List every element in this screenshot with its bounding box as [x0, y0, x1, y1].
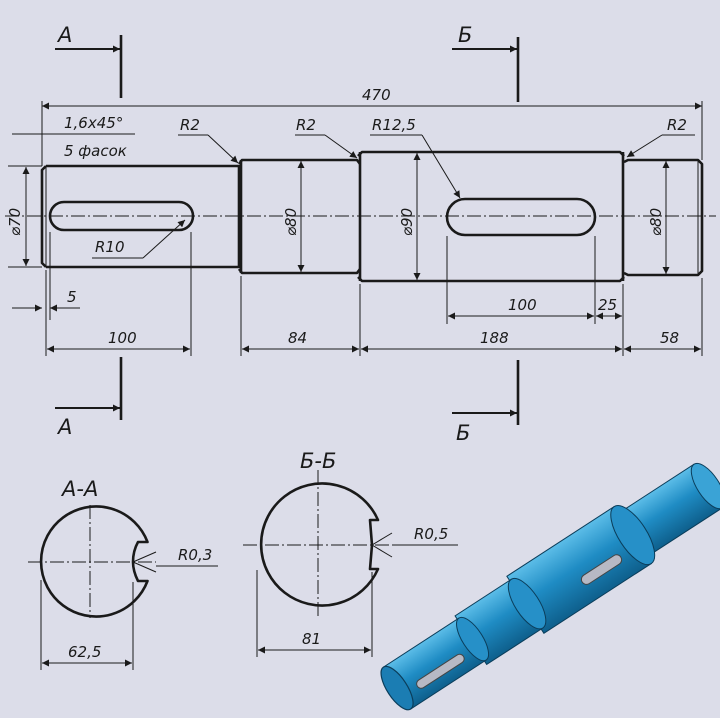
length-84-label: 84	[288, 329, 307, 347]
section-aa-width-label: 62,5	[68, 643, 101, 661]
overall-length-label: 470	[362, 86, 391, 104]
section-aa-profile	[39, 505, 149, 618]
chamfer-count-label: 5 фасок	[64, 142, 127, 160]
section-marker-a-top: А	[55, 23, 123, 98]
section-bb-width-label: 81	[302, 630, 321, 648]
key-slot-3d-right	[580, 554, 623, 585]
section-marker-b-bottom: Б	[452, 360, 520, 445]
slot-radius-leader: R10	[92, 219, 186, 259]
chamfer-note: 1,6x45° 5 фасок	[12, 114, 135, 166]
diameter-90-label: ⌀90	[398, 208, 416, 236]
radius-r2-left: R2	[180, 116, 200, 134]
slot-offset-dimension: 5	[12, 232, 80, 320]
section-bb-title: Б-Б	[300, 449, 336, 473]
slot-offset-25-label: 25	[598, 296, 617, 314]
dimension-overall: 470	[41, 86, 703, 166]
key-slot-right	[445, 197, 597, 237]
section-bb-profile	[259, 482, 380, 607]
section-a-label-bottom: А	[56, 415, 72, 439]
section-aa-radius-label: R0,3	[178, 546, 212, 564]
section-b-label-top: Б	[458, 23, 472, 47]
section-aa: А-А R0,3 62,5	[28, 477, 218, 670]
slot-length-100-right-label: 100	[508, 296, 537, 314]
section-marker-a-bottom: А	[55, 357, 123, 439]
right-slot-dimensions: 100 25	[446, 236, 624, 324]
radius-r10-label: R10	[95, 238, 125, 256]
section-aa-title: А-А	[60, 477, 98, 501]
radius-r2-mid: R2	[296, 116, 316, 134]
shaft-front-view	[5, 150, 716, 283]
length-188-label: 188	[480, 329, 509, 347]
length-100-label: 100	[108, 329, 137, 347]
diameter-70-label: ⌀70	[6, 208, 24, 236]
radius-r12-label: R12,5	[372, 116, 416, 134]
key-slot-3d-left	[416, 653, 465, 689]
radius-r2-right: R2	[667, 116, 687, 134]
section-bb-radius-label: R0,5	[414, 525, 448, 543]
section-b-label-bottom: Б	[456, 421, 470, 445]
diameter-80-right-label: ⌀80	[647, 208, 665, 236]
section-bb: Б-Б R0,5 81	[243, 449, 458, 657]
section-a-label-top: А	[56, 23, 72, 47]
shaft-3d-render	[380, 462, 720, 711]
length-58-label: 58	[660, 329, 679, 347]
chamfer-size-label: 1,6x45°	[64, 114, 123, 132]
section-marker-b-top: Б	[452, 23, 520, 102]
offset-5-label: 5	[67, 288, 77, 306]
diameter-dimensions: ⌀70 ⌀80 ⌀90 ⌀80	[6, 153, 670, 280]
length-chain-dimensions: 100 84 188 58	[45, 232, 703, 356]
radius-leaders: R2 R2 R12,5 R2	[178, 116, 695, 199]
diameter-80-left-label: ⌀80	[282, 208, 300, 236]
